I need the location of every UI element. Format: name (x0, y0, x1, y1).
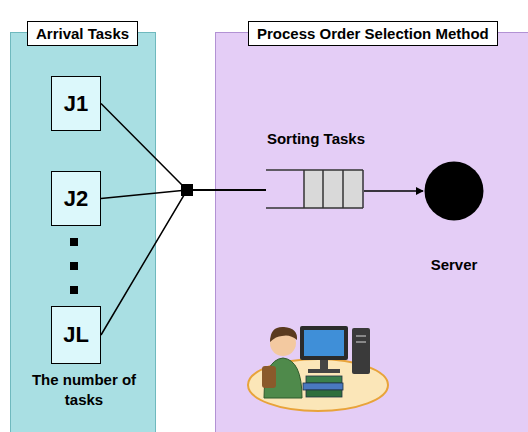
queue-label: Sorting Tasks (251, 130, 381, 147)
ellipsis-dot (70, 238, 78, 246)
panel-footer: The number of tasks (19, 370, 149, 409)
ellipsis-dot (70, 262, 78, 270)
server-label: Server (417, 256, 491, 273)
task-label: JL (63, 322, 89, 348)
server-circle (424, 161, 484, 221)
task-box: J2 (51, 171, 101, 226)
ellipsis-dot (70, 286, 78, 294)
server-node: Server (417, 161, 491, 273)
panel-heading: Arrival Tasks (27, 21, 138, 46)
task-label: J1 (64, 91, 88, 117)
queue-node: Sorting Tasks (251, 130, 381, 209)
queue-shape (266, 169, 364, 209)
task-box: JL (51, 306, 101, 364)
connector (364, 190, 423, 192)
connector (101, 104, 266, 191)
panel-region: Arrival TasksThe number of tasksJ1J2JL (10, 32, 156, 432)
task-label: J2 (64, 186, 88, 212)
connector (101, 190, 266, 335)
person-illustration (248, 326, 388, 411)
panel-heading: Process Order Selection Method (248, 21, 498, 46)
task-box: J1 (51, 76, 101, 131)
